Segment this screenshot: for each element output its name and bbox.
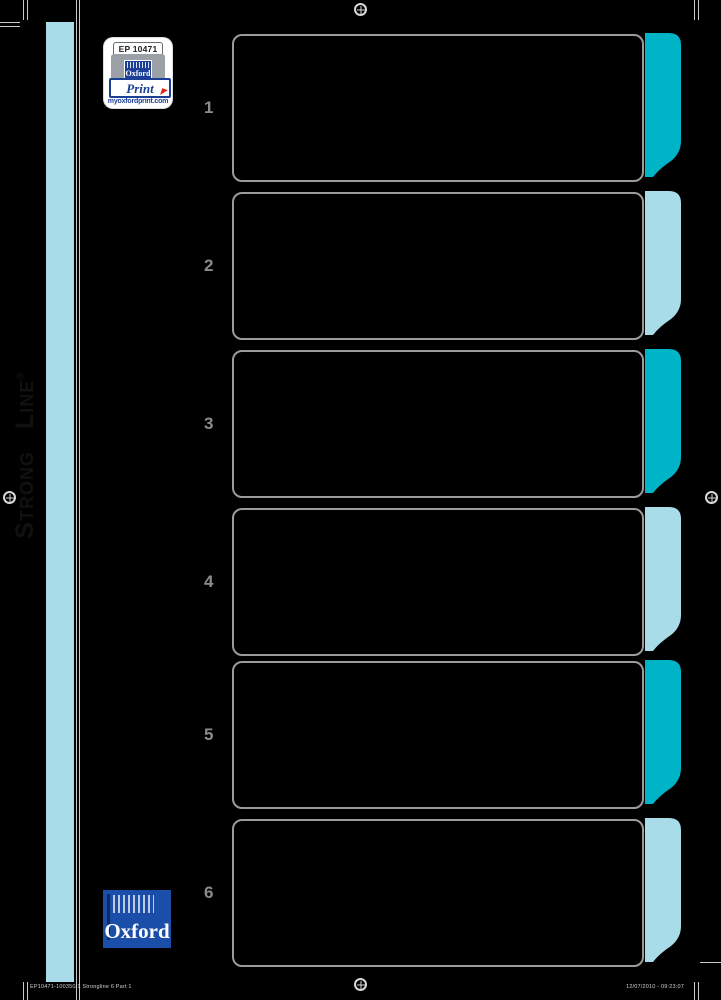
divider-number-2: 2 xyxy=(204,256,214,275)
crop-mark-bottom-left-vertical-2 xyxy=(27,982,28,1000)
tab-shape-icon xyxy=(645,507,681,651)
oxford-brand-icon-label: Oxford xyxy=(125,68,151,78)
registration-mark-top xyxy=(354,3,367,16)
myoxfordprint-logo[interactable]: EP 10471 Oxford Print myoxfordprint.com xyxy=(104,38,172,108)
divider-tab-2[interactable] xyxy=(645,191,681,335)
print-logo-url: myoxfordprint.com xyxy=(107,98,169,105)
crop-mark-top-right-vertical-2 xyxy=(698,0,699,20)
divider-panel-4[interactable]: 4 xyxy=(204,508,644,656)
product-title-line-initial: L xyxy=(10,412,39,429)
divider-tab-6[interactable] xyxy=(645,818,681,962)
spine-rule-lines xyxy=(76,0,82,1000)
registration-mark-right xyxy=(705,491,718,504)
print-button-label: Print xyxy=(126,80,154,96)
print-button-graphic: Print xyxy=(109,78,171,98)
crop-mark-top-right-vertical xyxy=(694,0,695,20)
divider-panel-3[interactable]: 3 xyxy=(204,350,644,498)
oxford-logo: Oxford xyxy=(103,890,171,948)
crop-mark-bottom-left-vertical xyxy=(23,982,24,1000)
product-title-line-rest: INE xyxy=(16,379,37,413)
product-title: STRONG LINE® xyxy=(10,295,40,615)
cursor-arrow-icon xyxy=(160,88,168,97)
tab-shape-icon xyxy=(645,818,681,962)
divider-number-1: 1 xyxy=(204,98,214,117)
crop-mark-top-left-vertical xyxy=(23,0,24,20)
divider-number-4: 4 xyxy=(204,572,214,591)
crop-mark-bottom-right-vertical-2 xyxy=(698,982,699,1000)
registration-mark-bottom xyxy=(354,978,367,991)
tab-shape-icon xyxy=(645,660,681,804)
crop-mark-top-left-horizontal xyxy=(0,22,20,23)
product-title-strong-initial: S xyxy=(10,521,39,539)
crop-mark-top-left-vertical-2 xyxy=(27,0,28,20)
crop-mark-top-left-horizontal-2 xyxy=(0,26,20,27)
crop-mark-bottom-right-horizontal xyxy=(700,962,721,963)
divider-tab-1[interactable] xyxy=(645,33,681,177)
tab-shape-icon xyxy=(645,349,681,493)
product-spine xyxy=(46,22,74,982)
divider-panel-6[interactable]: 6 xyxy=(204,819,644,967)
divider-panel-2[interactable]: 2 xyxy=(204,192,644,340)
registration-mark-left xyxy=(3,491,16,504)
oxford-logo-label: Oxford xyxy=(104,919,170,943)
tab-shape-icon xyxy=(645,191,681,335)
divider-number-5: 5 xyxy=(204,725,214,744)
footer-job-slug: EP10471-100350/1 Strongline 6 Part 1 xyxy=(30,984,132,990)
footer-timestamp: 12/07/2010 - 09:23:07 xyxy=(626,984,685,990)
divider-number-3: 3 xyxy=(204,414,214,433)
divider-number-6: 6 xyxy=(204,883,214,902)
tab-shape-icon xyxy=(645,33,681,177)
divider-panel-5[interactable]: 5 xyxy=(204,661,644,809)
crop-mark-bottom-right-vertical xyxy=(694,982,695,1000)
oxford-brand-icon: Oxford xyxy=(124,59,152,79)
print-logo-code: EP 10471 xyxy=(112,42,164,54)
divider-panel-1[interactable]: 1 xyxy=(204,34,644,182)
registered-trademark-icon: ® xyxy=(15,371,27,380)
divider-tab-3[interactable] xyxy=(645,349,681,493)
divider-tab-4[interactable] xyxy=(645,507,681,651)
divider-tab-5[interactable] xyxy=(645,660,681,804)
product-title-strong-rest: TRONG xyxy=(16,451,37,521)
